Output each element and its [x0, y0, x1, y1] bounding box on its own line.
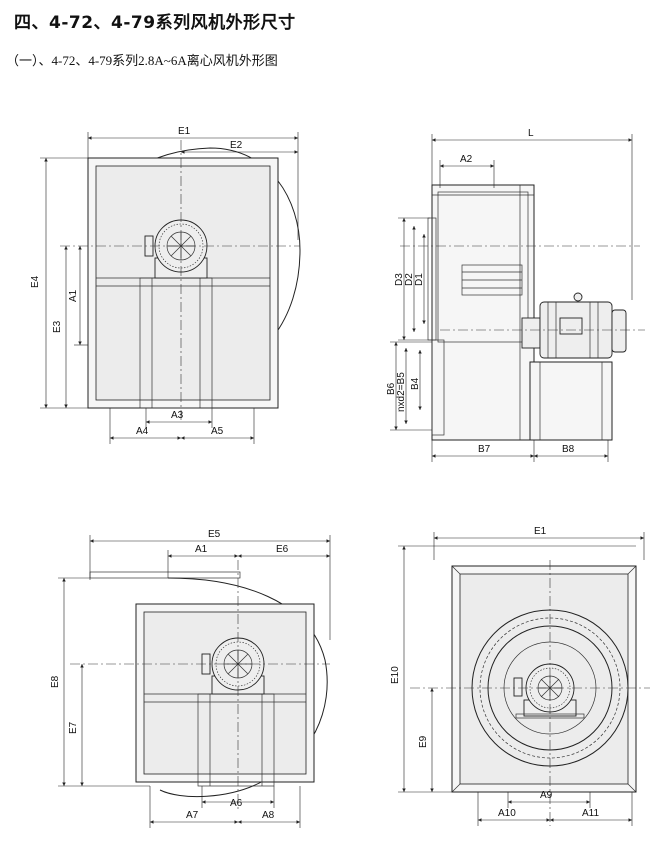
front-view-bottom-left: E5 A1 E6 E8 E7 A6 A7 A8 [50, 529, 331, 828]
dim-label-d3: D3 [394, 273, 405, 286]
dim-label-e9: E9 [418, 735, 429, 748]
front-view-top-left: E1 E2 E4 E3 A1 A3 A4 A5 [30, 126, 301, 444]
dim-label-a11: A11 [582, 808, 599, 819]
dim-label-e1-2: E1 [534, 526, 547, 537]
dim-label-a9: A9 [540, 790, 553, 801]
page-subtitle: （一）、4-72、4-79系列2.8A~6A离心风机外形图 [6, 53, 278, 68]
dim-label-b7: B7 [478, 444, 491, 455]
dim-label-e4: E4 [30, 275, 41, 288]
dim-label-e3: E3 [52, 320, 63, 333]
side-view-top-right: L A2 D3 D2 D1 B6 nxd2=B5 B4 B7 B8 [386, 128, 645, 462]
dim-label-b6: B6 [386, 382, 397, 395]
dim-label-a1-2: A1 [195, 544, 208, 555]
dim-label-e1: E1 [178, 126, 191, 137]
dim-label-nxd2: nxd2=B5 [396, 372, 407, 412]
dim-label-e8: E8 [50, 675, 61, 688]
dim-label-a2: A2 [460, 154, 473, 165]
motor-side-icon [521, 292, 627, 359]
dim-label-a4: A4 [136, 426, 149, 437]
dim-label-a1: A1 [68, 289, 79, 302]
dim-label-e5: E5 [208, 529, 221, 540]
dim-label-a3: A3 [171, 410, 184, 421]
dim-label-a8: A8 [262, 810, 275, 821]
dim-label-d2: D2 [404, 273, 415, 286]
page-title: 四、4-72、4-79系列风机外形尺寸 [14, 13, 296, 33]
dim-label-l: L [528, 128, 534, 139]
dim-label-a5: A5 [211, 426, 224, 437]
dim-label-a6: A6 [230, 798, 243, 809]
dim-label-e2: E2 [230, 140, 243, 151]
dim-label-d1: D1 [414, 273, 425, 286]
dim-label-e7: E7 [68, 721, 79, 734]
dim-label-a7: A7 [186, 810, 199, 821]
dim-label-b8: B8 [562, 444, 575, 455]
dim-label-e10: E10 [390, 666, 401, 684]
rear-view-bottom-right: E1 E10 E9 A9 A10 A11 [390, 526, 650, 826]
dim-label-b4: B4 [410, 377, 421, 390]
dim-label-a10: A10 [498, 808, 516, 819]
dim-label-e6: E6 [276, 544, 289, 555]
